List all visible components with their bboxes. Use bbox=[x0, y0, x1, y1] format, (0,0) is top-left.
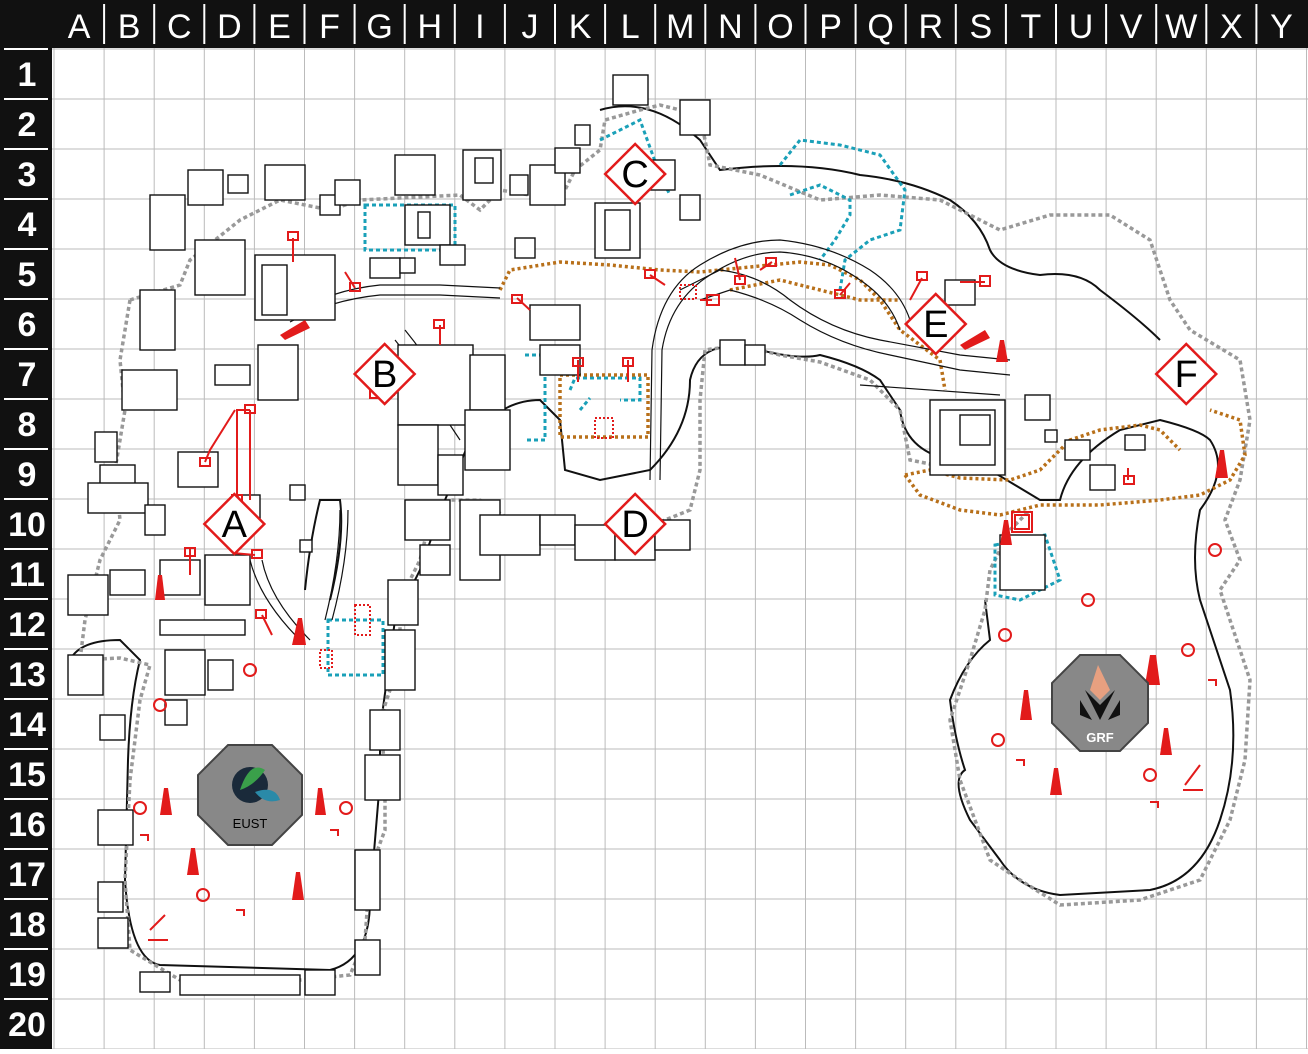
column-header-d: D bbox=[217, 8, 242, 46]
objective-e[interactable]: E bbox=[903, 292, 968, 356]
row-header-1: 1 bbox=[18, 56, 37, 94]
column-header-r: R bbox=[918, 8, 943, 46]
objective-label: B bbox=[372, 354, 397, 396]
column-header-a: A bbox=[68, 8, 91, 46]
column-header-b: B bbox=[118, 8, 141, 46]
objective-d[interactable]: D bbox=[603, 492, 667, 556]
column-header-c: C bbox=[167, 8, 192, 46]
row-header-15: 15 bbox=[8, 756, 46, 794]
column-header-l: L bbox=[621, 8, 640, 46]
row-header-10: 10 bbox=[8, 506, 46, 544]
row-header-12: 12 bbox=[8, 606, 46, 644]
grf-base-label: GRF bbox=[1086, 730, 1114, 745]
red-markers bbox=[133, 231, 1228, 941]
column-header-v: V bbox=[1120, 8, 1143, 46]
column-header-j: J bbox=[521, 8, 538, 46]
column-header-w: W bbox=[1165, 8, 1197, 46]
column-header-f: F bbox=[319, 8, 340, 46]
row-header-5: 5 bbox=[18, 256, 37, 294]
objectives: A B C D E F bbox=[202, 142, 1219, 556]
objective-label: C bbox=[621, 154, 648, 196]
eust-base-label: EUST bbox=[233, 816, 268, 831]
objective-label: A bbox=[222, 504, 248, 546]
column-header-n: N bbox=[718, 8, 743, 46]
column-header-m: M bbox=[666, 8, 694, 46]
grf-base: GRF bbox=[1051, 654, 1149, 752]
row-header-6: 6 bbox=[18, 306, 37, 344]
row-header-7: 7 bbox=[18, 356, 37, 394]
map-boundary bbox=[78, 103, 1252, 982]
objective-a[interactable]: A bbox=[202, 492, 267, 556]
column-header-p: P bbox=[819, 8, 842, 46]
column-header-g: G bbox=[366, 8, 392, 46]
objective-label: F bbox=[1175, 354, 1198, 396]
column-header-i: I bbox=[475, 8, 484, 46]
column-header-e: E bbox=[268, 8, 291, 46]
objective-label: D bbox=[621, 504, 648, 546]
orange-routes bbox=[498, 260, 1247, 517]
column-header-s: S bbox=[970, 8, 993, 46]
row-header-13: 13 bbox=[8, 656, 46, 694]
row-header-19: 19 bbox=[8, 956, 46, 994]
column-header-y: Y bbox=[1270, 8, 1293, 46]
row-header-9: 9 bbox=[18, 456, 37, 494]
row-header-11: 11 bbox=[9, 556, 45, 594]
row-header-2: 2 bbox=[18, 106, 37, 144]
column-header-t: T bbox=[1021, 8, 1042, 46]
column-header-x: X bbox=[1220, 8, 1243, 46]
row-header-4: 4 bbox=[18, 206, 37, 244]
row-header-8: 8 bbox=[18, 406, 37, 444]
column-header-k: K bbox=[569, 8, 592, 46]
objective-c[interactable]: C bbox=[603, 142, 667, 206]
objective-label: E bbox=[923, 304, 948, 346]
row-header-3: 3 bbox=[18, 156, 37, 194]
column-header-q: Q bbox=[867, 8, 893, 46]
column-header-o: O bbox=[767, 8, 793, 46]
column-header-h: H bbox=[417, 8, 442, 46]
row-header-20: 20 bbox=[8, 1006, 46, 1044]
row-header-17: 17 bbox=[8, 856, 46, 894]
objective-f[interactable]: F bbox=[1154, 342, 1219, 406]
row-header-16: 16 bbox=[8, 806, 46, 844]
objective-b[interactable]: B bbox=[352, 342, 417, 406]
row-header-18: 18 bbox=[8, 906, 46, 944]
column-header-u: U bbox=[1069, 8, 1094, 46]
row-header-14: 14 bbox=[8, 706, 46, 744]
eust-base: EUST bbox=[197, 744, 303, 846]
